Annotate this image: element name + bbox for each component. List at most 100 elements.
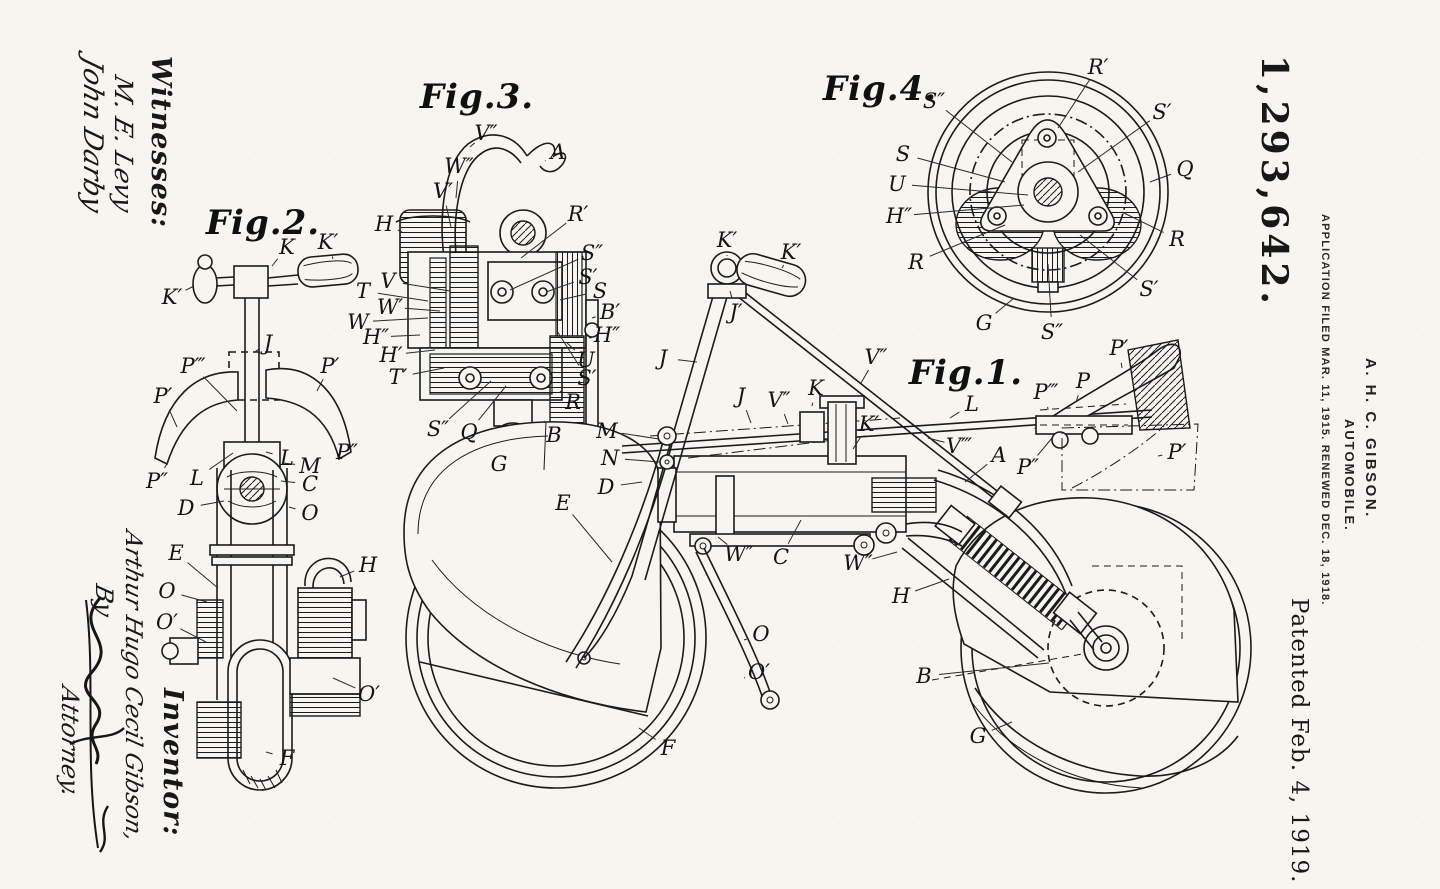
part-label: C bbox=[773, 545, 789, 569]
part-label: P″ bbox=[335, 440, 358, 464]
leader-line bbox=[964, 463, 988, 483]
leader-line bbox=[1079, 234, 1138, 281]
leader-line bbox=[624, 458, 661, 463]
leader-line bbox=[316, 379, 324, 392]
part-label: O bbox=[158, 579, 175, 603]
part-label: S bbox=[593, 279, 607, 303]
leader-line bbox=[509, 258, 579, 291]
part-label: L bbox=[964, 392, 979, 416]
leader-line bbox=[520, 222, 567, 259]
inventor-heading: Inventor: bbox=[157, 688, 188, 837]
part-label: P″ bbox=[145, 469, 168, 493]
part-label: P‴ bbox=[1032, 380, 1058, 404]
leader-line bbox=[938, 662, 1050, 675]
part-label: O′ bbox=[156, 610, 178, 634]
leader-line bbox=[913, 204, 1025, 216]
leader-line bbox=[265, 451, 273, 455]
part-label: H″ bbox=[885, 204, 912, 228]
part-label: H bbox=[891, 584, 911, 608]
part-label: C bbox=[302, 472, 318, 496]
part-label: S″ bbox=[581, 241, 603, 265]
leader-line bbox=[620, 481, 643, 486]
part-label: K′ bbox=[858, 412, 880, 436]
leader-line bbox=[469, 142, 476, 148]
part-label: V″ bbox=[474, 121, 497, 145]
leader-line bbox=[783, 413, 789, 425]
application-filed-line: APPLICATION FILED MAR. 11, 1915. RENEWED… bbox=[1319, 214, 1331, 606]
leader-line bbox=[1157, 454, 1163, 457]
part-label: S′ bbox=[1139, 277, 1158, 301]
part-label: R′ bbox=[1087, 55, 1109, 79]
part-label: S′ bbox=[577, 366, 596, 390]
leader-line bbox=[180, 628, 207, 643]
part-label: M bbox=[595, 419, 618, 443]
leader-line bbox=[991, 721, 1013, 731]
part-label: V″ bbox=[767, 388, 790, 412]
leader-line bbox=[543, 420, 546, 424]
part-label: E bbox=[554, 491, 570, 515]
part-label: K bbox=[807, 376, 825, 400]
part-label: K′ bbox=[716, 228, 738, 252]
part-label: W″ bbox=[444, 154, 474, 178]
part-label: P′ bbox=[320, 354, 340, 378]
part-label: H″ bbox=[362, 325, 389, 349]
inventor-name-signature: Arthur Hugo Cecil Gibson, bbox=[120, 528, 146, 845]
part-label: K′ bbox=[161, 285, 183, 309]
part-label: R bbox=[564, 390, 581, 414]
part-label: D bbox=[177, 496, 195, 520]
leader-line bbox=[914, 578, 950, 592]
figure-title-fig3: Fig.3. bbox=[419, 77, 534, 117]
leader-line bbox=[917, 157, 1006, 183]
part-label: V″ bbox=[864, 345, 887, 369]
leader-line bbox=[339, 570, 355, 578]
leader-line bbox=[402, 282, 451, 292]
leader-line bbox=[729, 290, 733, 298]
leader-line bbox=[949, 411, 960, 419]
leader-line bbox=[559, 390, 562, 393]
part-label: N bbox=[600, 446, 620, 470]
leader-line bbox=[995, 297, 1015, 314]
part-label: R′ bbox=[567, 202, 589, 226]
part-label: G bbox=[491, 452, 508, 476]
leader-line bbox=[331, 256, 334, 260]
part-label: V bbox=[380, 269, 397, 293]
leader-line bbox=[591, 316, 596, 319]
part-label: H bbox=[358, 553, 378, 577]
leader-line bbox=[638, 727, 656, 740]
part-label: H″ bbox=[593, 323, 620, 347]
leader-line bbox=[1057, 79, 1091, 129]
leader-line bbox=[559, 293, 586, 301]
part-label: S″ bbox=[923, 89, 945, 113]
leader-line bbox=[377, 292, 429, 302]
figure-title-fig4: Fig.4. bbox=[822, 69, 937, 109]
leader-line bbox=[288, 506, 296, 510]
part-label: U bbox=[888, 172, 907, 196]
part-label: W″ bbox=[843, 551, 873, 575]
part-label: P‴ bbox=[179, 354, 205, 378]
witness-signature-1: M. E. Levy bbox=[109, 72, 138, 216]
leader-line bbox=[271, 258, 279, 267]
leader-line bbox=[545, 281, 575, 293]
part-label: B bbox=[915, 664, 931, 688]
leader-line bbox=[332, 677, 356, 689]
leader-line bbox=[372, 317, 429, 322]
part-label: W″ bbox=[724, 542, 754, 566]
part-label: R bbox=[1168, 227, 1185, 251]
part-label: E bbox=[167, 541, 183, 565]
leader-line bbox=[621, 432, 660, 440]
part-label: O bbox=[301, 501, 318, 525]
part-label: P′ bbox=[153, 384, 173, 408]
part-label: S bbox=[896, 142, 910, 166]
part-label: P″ bbox=[1016, 455, 1039, 479]
part-label: A bbox=[548, 140, 565, 164]
leader-line bbox=[168, 409, 178, 428]
part-label: W bbox=[347, 310, 371, 334]
part-label: O′ bbox=[748, 660, 770, 684]
patented-date-line: Patented Feb. 4, 1919. bbox=[1286, 598, 1312, 884]
part-label: K bbox=[278, 235, 296, 259]
part-label: P bbox=[1075, 369, 1091, 393]
part-label: J′ bbox=[725, 300, 742, 324]
part-label: J bbox=[655, 346, 669, 370]
leader-line bbox=[282, 462, 296, 465]
